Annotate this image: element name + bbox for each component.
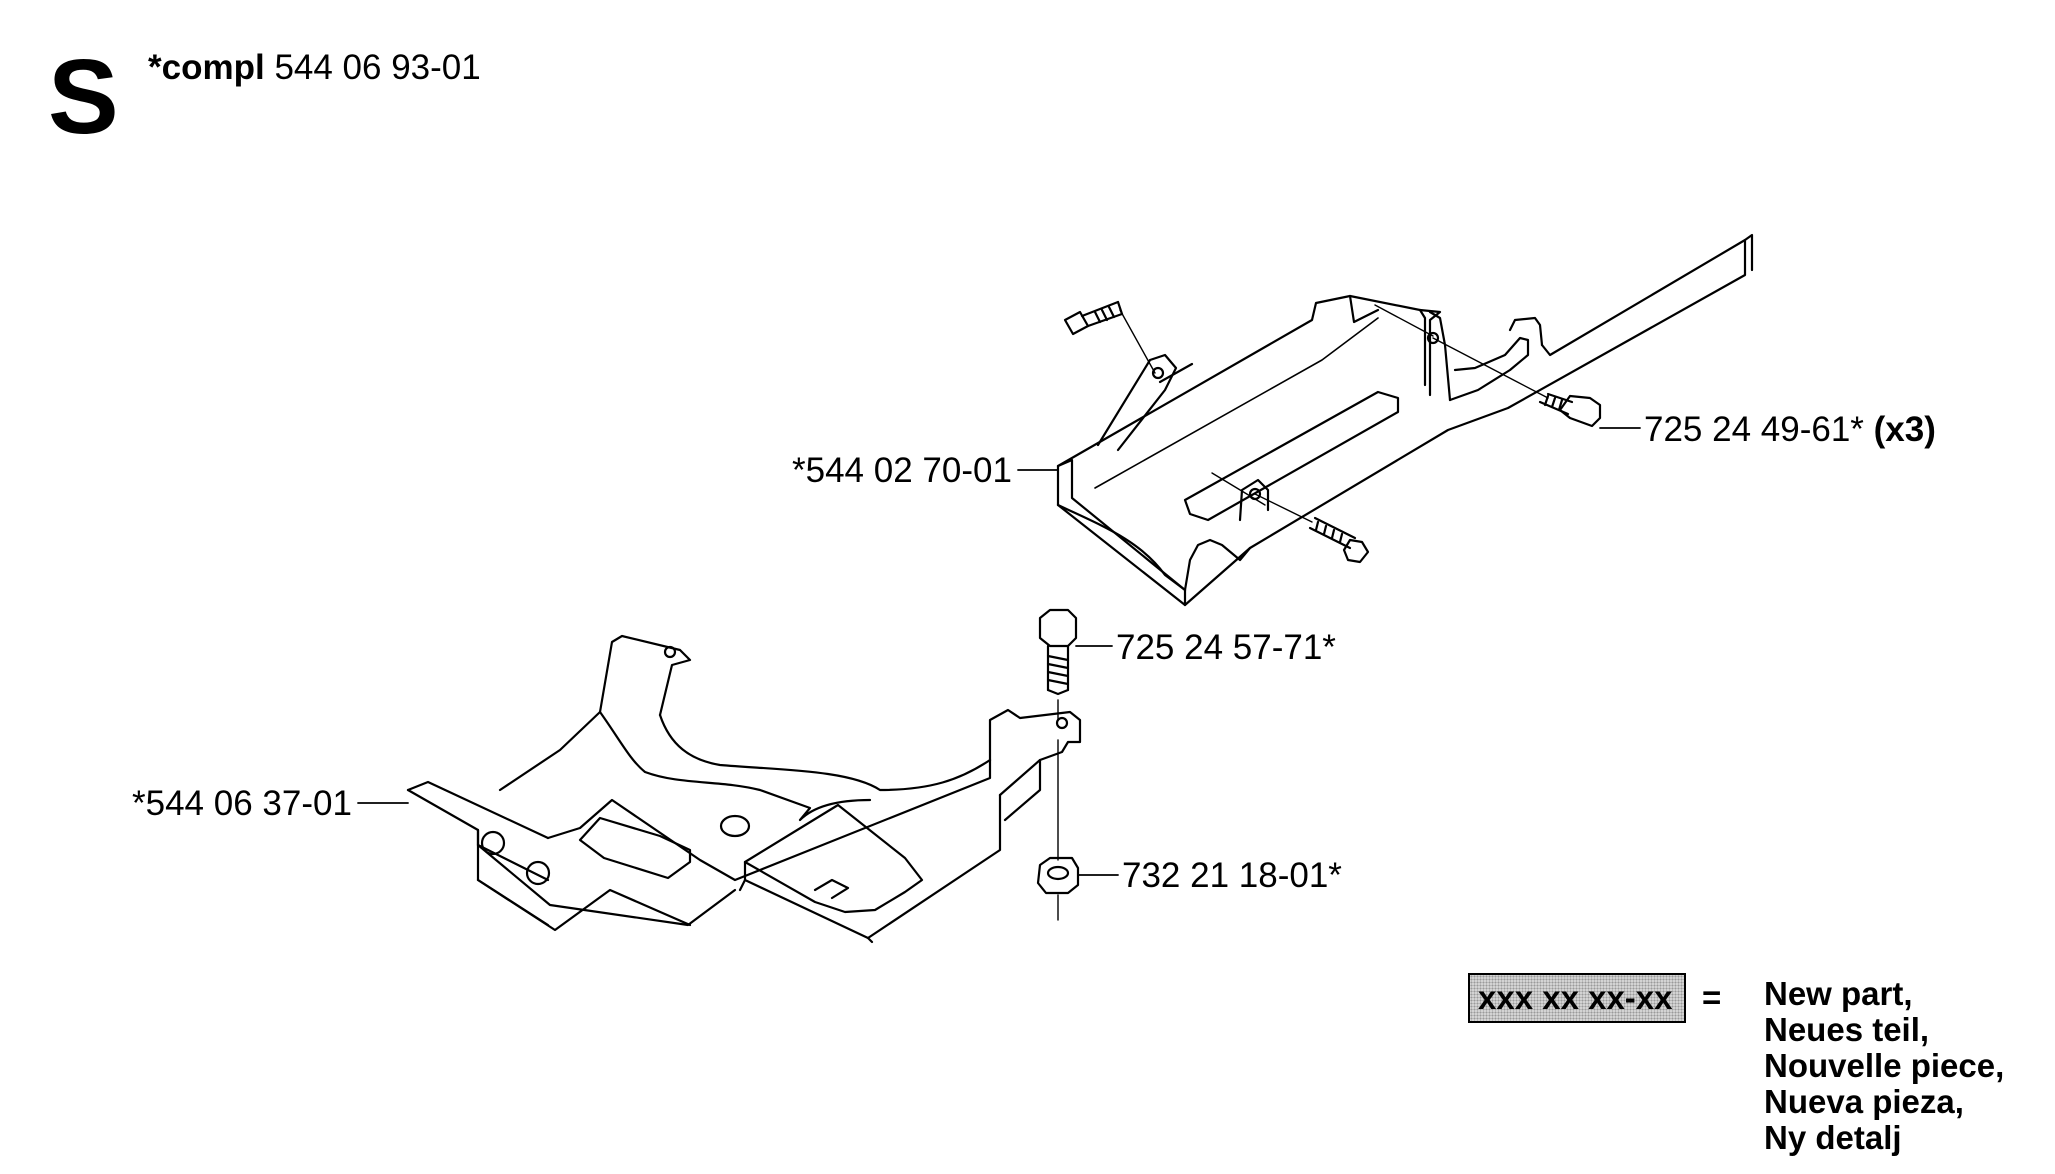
legend-line: New part,	[1764, 975, 1913, 1012]
upper-screw-right	[1374, 304, 1602, 428]
upper-screw-left	[1063, 300, 1156, 374]
assembly-number: *compl 544 06 93-01	[148, 50, 481, 85]
part-label-bolt: 725 24 57-71*	[1116, 628, 1336, 667]
legend-code: xxx xx xx-xx	[1478, 979, 1673, 1016]
upper-screw-bottom	[1254, 493, 1370, 564]
upper-bracket-drawing	[1056, 233, 1754, 607]
lower-bracket-drawing	[406, 634, 1082, 944]
part-label-upper-bracket: *544 02 70-01	[792, 451, 1012, 490]
legend-new-part-swatch	[1468, 973, 1686, 1023]
leader-lines	[357, 427, 1641, 876]
legend-line: Nueva pieza,	[1764, 1083, 1964, 1120]
part-qty-screw: (x3)	[1873, 410, 1936, 449]
part-label-screw: 725 24 49-61* (x3)	[1644, 412, 1936, 447]
legend-line: Ny detalj	[1764, 1119, 1902, 1156]
legend-line: Nouvelle piece,	[1764, 1047, 2005, 1084]
part-label-lower-bracket: *544 06 37-01	[132, 784, 352, 823]
section-letter: S	[48, 38, 119, 156]
part-number-screw: 725 24 49-61*	[1644, 410, 1864, 449]
bolt-drawing	[1038, 608, 1078, 861]
assembly-part-number: 544 06 93-01	[274, 48, 481, 87]
part-label-nut: 732 21 18-01*	[1122, 856, 1342, 895]
assembly-prefix: *compl	[148, 48, 265, 87]
legend-line: Neues teil,	[1764, 1011, 1930, 1048]
legend-translations: New part, Neues teil, Nouvelle piece, Nu…	[1764, 976, 2004, 1156]
legend-equals: =	[1702, 979, 1722, 1016]
nut-drawing	[1036, 856, 1080, 921]
